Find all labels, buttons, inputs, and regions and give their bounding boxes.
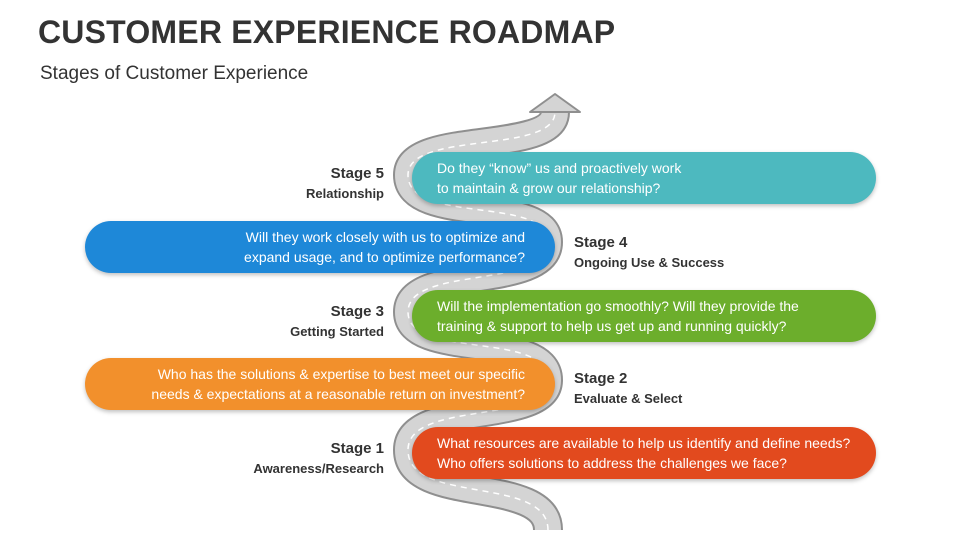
- stage-3-number: Stage 3: [330, 303, 384, 320]
- stage-5-number: Stage 5: [330, 165, 384, 182]
- stage-5-name: Relationship: [305, 186, 384, 201]
- winding-road: [392, 108, 570, 533]
- stage-2-name: Evaluate & Select: [574, 391, 683, 406]
- stage-1-number: Stage 1: [330, 440, 384, 457]
- stage-2-card: Who has the solutions & expertise to bes…: [85, 358, 555, 410]
- stage-3-label: Stage 3 Getting Started: [290, 302, 384, 342]
- stage-3-card: Will the implementation go smoothly? Wil…: [412, 290, 876, 342]
- stage-3-name: Getting Started: [290, 324, 384, 339]
- stage-2-label: Stage 2 Evaluate & Select: [574, 369, 682, 409]
- stage-5-question: Do they “know” us and proactively work t…: [437, 160, 682, 196]
- stage-2-question: Who has the solutions & expertise to bes…: [151, 366, 525, 402]
- stage-4-name: Ongoing Use & Success: [574, 255, 725, 270]
- stage-4-label: Stage 4 Ongoing Use & Success: [574, 233, 724, 273]
- stage-1-question: What resources are available to help us …: [437, 435, 851, 471]
- stage-5-card: Do they “know” us and proactively work t…: [412, 152, 876, 204]
- stage-1-name: Awareness/Research: [253, 461, 384, 476]
- stage-3-question: Will the implementation go smoothly? Wil…: [437, 298, 799, 334]
- stage-4-question: Will they work closely with us to optimi…: [244, 229, 525, 265]
- stage-4-number: Stage 4: [574, 234, 628, 251]
- page-title: CUSTOMER EXPERIENCE ROADMAP: [38, 14, 616, 50]
- road-arrow-head: [529, 93, 581, 113]
- stage-1-card: What resources are available to help us …: [412, 427, 876, 479]
- stage-5-label: Stage 5 Relationship: [306, 164, 384, 204]
- stage-2-number: Stage 2: [574, 370, 628, 387]
- stage-4-card: Will they work closely with us to optimi…: [85, 221, 555, 273]
- stage-1-label: Stage 1 Awareness/Research: [253, 439, 384, 479]
- page-subtitle: Stages of Customer Experience: [40, 63, 309, 84]
